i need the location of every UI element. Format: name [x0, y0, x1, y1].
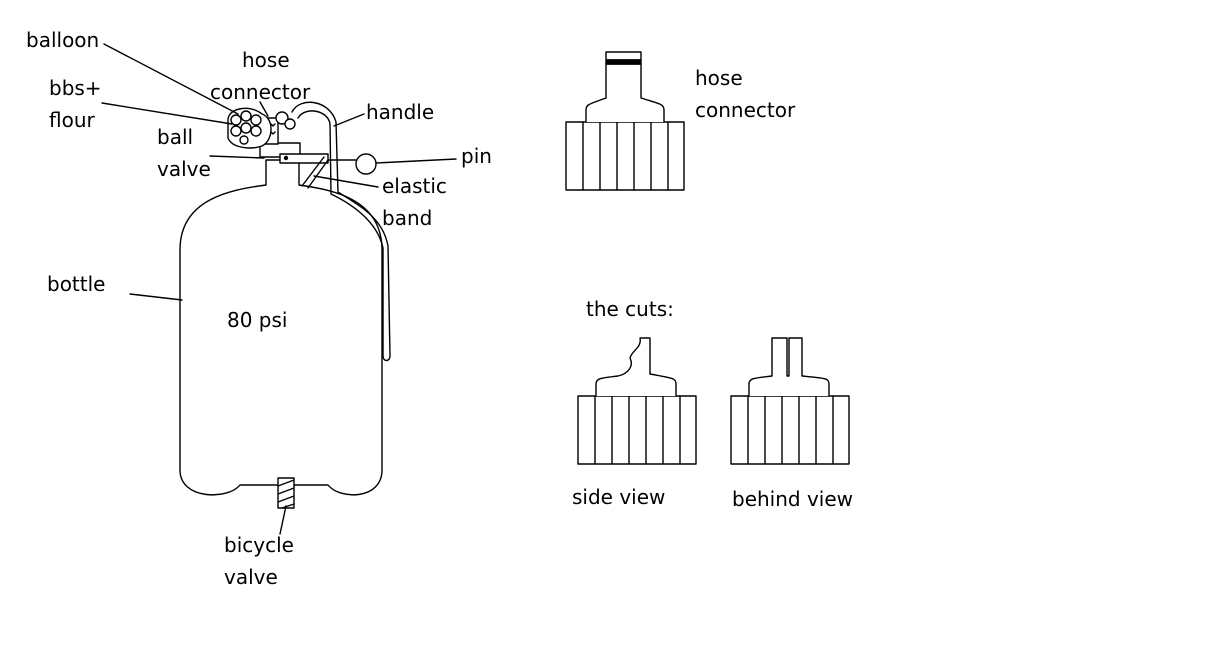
label-bottle: bottle — [47, 272, 106, 296]
bottle-outline — [179, 159, 383, 496]
handle-shape — [291, 101, 391, 362]
label-pin: pin — [461, 144, 492, 168]
side-view-shape — [577, 337, 697, 465]
leader-bbs — [101, 102, 233, 125]
leader-hose-connector — [259, 101, 269, 117]
label-bicycle-valve-line2: valve — [224, 565, 278, 589]
label-balloon: balloon — [26, 28, 100, 52]
leader-balloon — [103, 43, 239, 115]
bicycle-valve-shape — [277, 477, 295, 509]
label-behind-view: behind view — [732, 487, 854, 511]
label-detail-hose-connector-line1: hose — [695, 66, 743, 90]
label-bicycle-valve-line1: bicycle — [224, 533, 294, 557]
label-detail-hose-connector-line2: connector — [695, 98, 796, 122]
label-ball-valve: ball valve — [157, 121, 211, 185]
leader-elastic — [313, 175, 379, 188]
label-bbs-flour-line1: bbs+ — [49, 76, 102, 100]
elastic-band-shape — [301, 156, 329, 189]
label-bbs-flour: bbs+ flour — [49, 72, 102, 136]
leader-pin — [375, 158, 457, 164]
balloon-shape — [227, 107, 272, 149]
label-hose-connector-line1: hose — [242, 48, 290, 72]
pin-bar — [279, 153, 329, 164]
label-handle: handle — [366, 100, 435, 124]
leader-bottle — [129, 293, 183, 301]
label-hose-connector: hose connector — [210, 44, 310, 108]
label-ball-valve-line2: valve — [157, 157, 211, 181]
label-bicycle-valve: bicycle valve — [224, 529, 294, 593]
behind-view-shape — [730, 337, 850, 465]
label-elastic-band: elastic band — [382, 170, 447, 234]
label-elastic-band-line1: elastic — [382, 174, 447, 198]
leader-bicycle-valve — [279, 505, 287, 535]
label-pressure: 80 psi — [227, 308, 288, 332]
label-elastic-band-line2: band — [382, 206, 433, 230]
label-detail-hose-connector: hose connector — [695, 62, 795, 126]
detail-hose-connector-shape — [565, 51, 685, 191]
leader-ball-valve — [209, 155, 265, 159]
leader-handle — [333, 113, 365, 127]
label-the-cuts: the cuts: — [586, 297, 674, 321]
bbs-shape — [230, 110, 262, 145]
label-bbs-flour-line2: flour — [49, 108, 95, 132]
pin-ring — [355, 153, 377, 175]
label-hose-connector-line2: connector — [210, 80, 311, 104]
label-side-view: side view — [572, 485, 666, 509]
label-ball-valve-line1: ball — [157, 125, 194, 149]
